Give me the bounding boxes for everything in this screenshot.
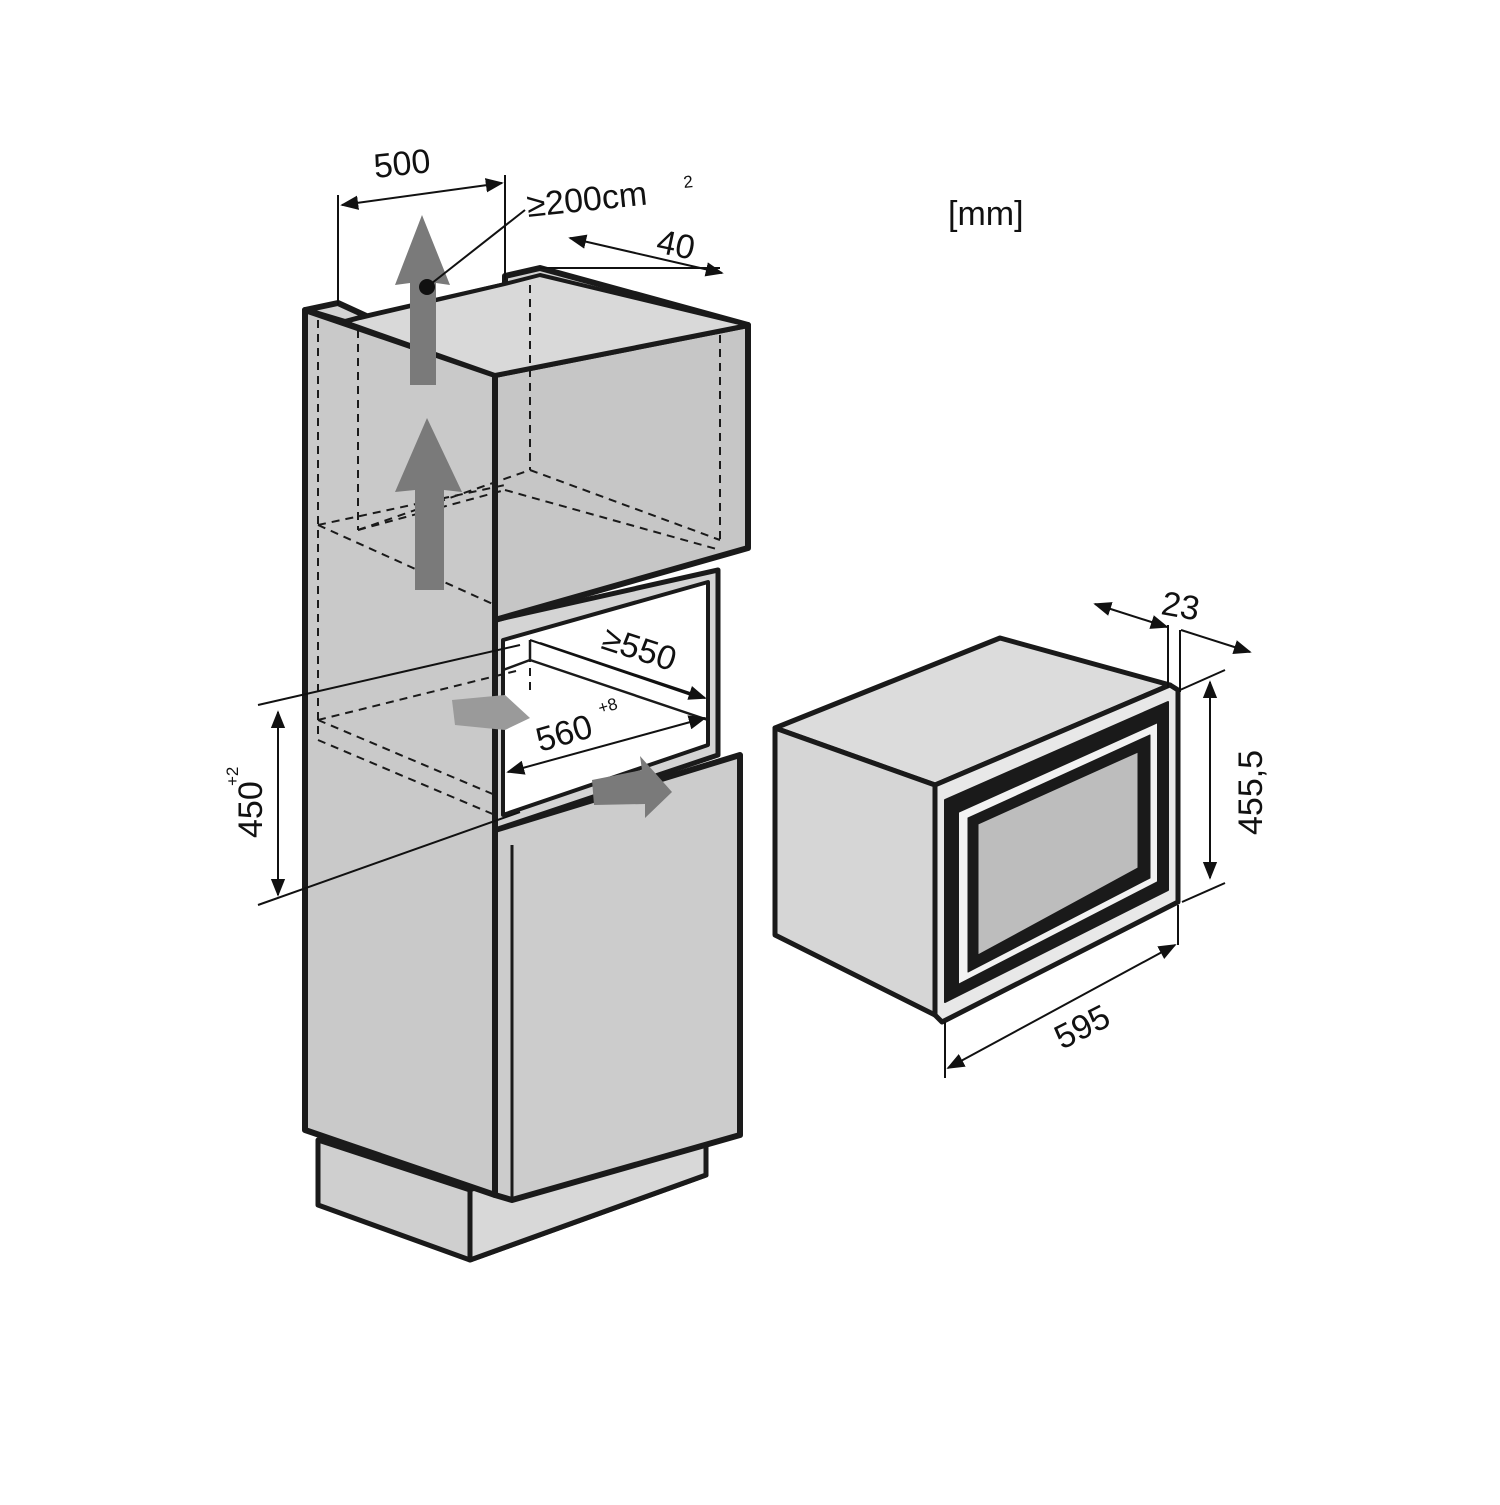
label-vent-area: ≥200cm 2 [525, 172, 694, 225]
cabinet-left-side [302, 307, 498, 1198]
dim-line-550 [539, 642, 707, 700]
label-rear-gap: 40 [653, 223, 698, 268]
label-front-depth: 23 [1159, 584, 1203, 628]
appliance-window [977, 751, 1139, 956]
label-appliance-width: 595 [1048, 998, 1116, 1058]
units-label: [mm] [948, 195, 1024, 233]
dim-line-500 [340, 178, 504, 210]
tall-cabinet [302, 265, 751, 1263]
svg-text:+2: +2 [223, 767, 242, 786]
built-in-appliance [772, 635, 1181, 1025]
label-appliance-height: 455,5 [1232, 750, 1270, 835]
dim-line-560 [506, 715, 707, 775]
svg-text:2: 2 [682, 172, 693, 192]
svg-text:450: 450 [232, 781, 270, 838]
airflow-arrow-up-middle [395, 418, 462, 590]
vent-marker [419, 209, 526, 295]
svg-text:+8: +8 [596, 694, 620, 718]
dim-line-595 [946, 944, 1177, 1069]
svg-text:≥200cm: ≥200cm [525, 175, 649, 225]
airflow-arrow-up-top [395, 215, 450, 385]
airflow-arrows [395, 215, 672, 818]
dim-line-40 [568, 234, 724, 277]
cabinet-dimensions [257, 175, 724, 906]
label-width-top: 500 [372, 142, 432, 186]
label-niche-height: 450 +2 [223, 767, 270, 838]
cabinet-lower-door [492, 752, 743, 1203]
appliance-dimensions [944, 602, 1252, 1078]
dim-line-23 [1093, 602, 1169, 629]
